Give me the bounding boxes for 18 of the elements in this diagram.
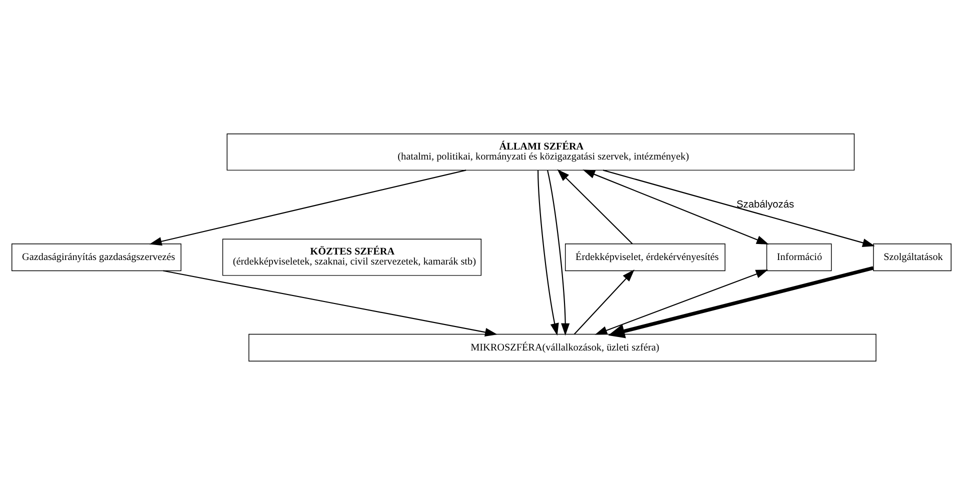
node-box: Érdekképviselet, érdekérvényesítés	[564, 244, 726, 272]
arrow	[574, 270, 634, 335]
arrow	[149, 170, 466, 246]
arrow	[163, 270, 498, 336]
arrow	[582, 170, 769, 244]
node-box: Gazdaságirányítás gazdaságszervezés	[12, 244, 182, 272]
edge-label: Szabályozás	[736, 199, 794, 210]
arrow	[608, 266, 874, 338]
node-box: Szolgáltatások	[873, 244, 952, 272]
arrow	[602, 170, 875, 247]
node-box: Információ	[766, 244, 832, 272]
arrow	[547, 170, 570, 336]
node-box: ÁLLAMI SZFÉRA (hatalmi, politikai, kormányzati és közigazgatási szervek, intézmények)	[226, 134, 855, 171]
arrow	[594, 270, 768, 335]
node-box: KÖZTES SZFÉRA (érdekképviseletek, szaknai, civil szervezetek, kamarák stb)	[222, 238, 482, 276]
arrow	[537, 170, 559, 336]
arrow	[557, 169, 633, 244]
node-box: MIKROSZFÉRA(vállalkozások, üzleti szféra)	[248, 334, 876, 362]
